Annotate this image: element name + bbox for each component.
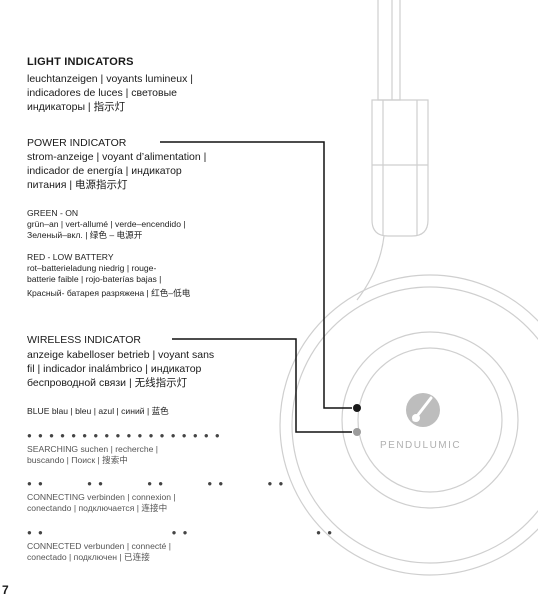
brand-wordmark: PENDULUMIC: [380, 440, 462, 451]
pendulumic-logo-icon: [406, 393, 440, 427]
green-on-block: GREEN - ON grün–an | vert-allumé | verde…: [27, 208, 186, 240]
wireless-indicator-translations: anzeige kabelloser betrieb | voyant sans…: [27, 349, 215, 389]
searching-block: SEARCHING suchen | recherche | buscando …: [27, 444, 159, 465]
connecting-dots: ● ● ● ● ● ● ● ● ● ●: [27, 479, 286, 488]
power-indicator-translations: strom-anzeige | voyant d’alimentation | …: [27, 151, 207, 191]
power-indicator-light: [353, 404, 361, 412]
red-low-battery-block: RED - LOW BATTERY rot–batterieladung nie…: [27, 252, 191, 298]
wireless-indicator-light: [353, 428, 361, 436]
connecting-block: CONNECTING verbinden | connexion | conec…: [27, 492, 176, 513]
wireless-indicator-title: WIRELESS INDICATOR: [27, 334, 141, 346]
connected-dots: ● ● ● ● ● ●: [27, 528, 335, 537]
blue-line: BLUE blau | bleu | azul | синий | 蓝色: [27, 406, 169, 416]
light-indicators-translations: leuchtanzeigen | voyants lumineux | indi…: [27, 73, 193, 113]
connected-block: CONNECTED verbunden | connecté | conecta…: [27, 541, 171, 562]
light-indicators-title: LIGHT INDICATORS: [27, 56, 134, 68]
page-number: 7: [2, 583, 9, 597]
power-indicator-title: POWER INDICATOR: [27, 137, 127, 149]
searching-dots: ● ● ● ● ● ● ● ● ● ● ● ● ● ● ● ● ● ●: [27, 431, 222, 440]
